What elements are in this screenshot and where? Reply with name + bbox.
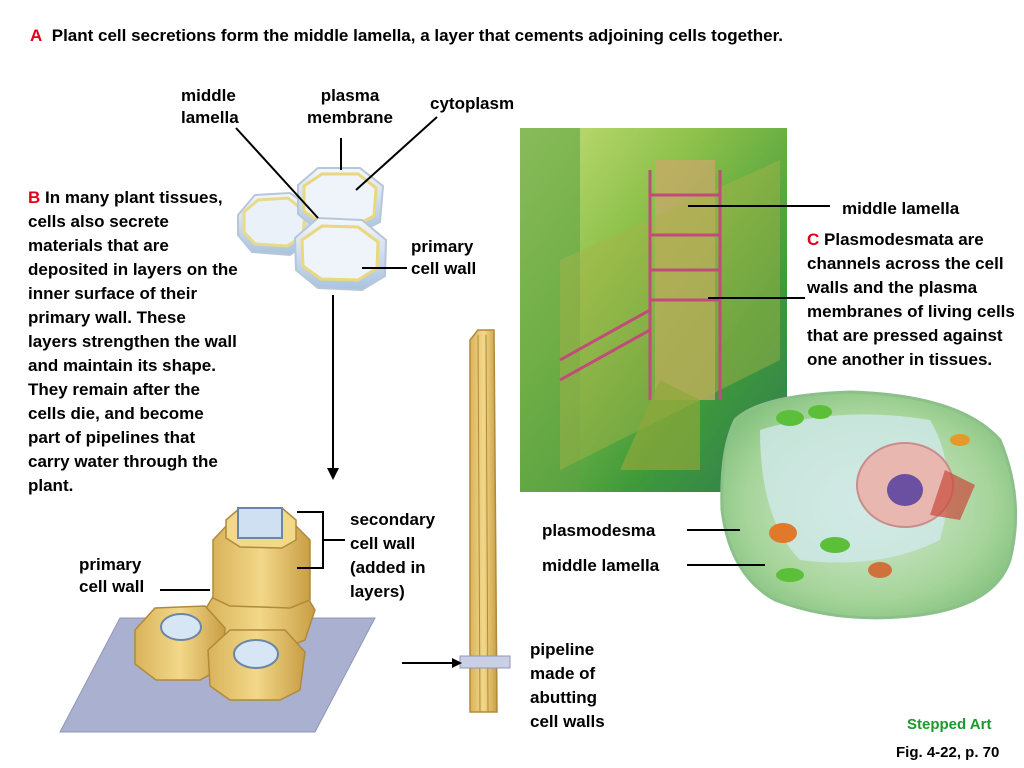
label-middle-lamella-right: middle lamella <box>842 199 960 218</box>
plasmodesmata-illustration <box>520 128 787 492</box>
stepped-art-label: Stepped Art <box>907 716 992 733</box>
label-line: lamella <box>181 108 239 127</box>
cell-cluster-illustration <box>237 167 388 292</box>
label-middle-lamella-top: middle lamella <box>181 85 239 129</box>
label-cytoplasm: cytoplasm <box>430 94 515 113</box>
label-line: plasma <box>320 86 380 105</box>
panel-letter-b: B <box>28 188 41 207</box>
label-primary-cell-wall-bottom: primary cell wall <box>79 554 144 598</box>
label-secondary-cell-wall: secondary cell wall (added in layers) <box>350 508 435 604</box>
label-pipeline: pipeline made of abutting cell walls <box>530 638 605 734</box>
label-line: middle <box>181 86 236 105</box>
panel-letter-c: C <box>807 230 820 249</box>
label-line: cell wall <box>350 534 416 553</box>
plant-cell-illustration <box>720 390 1018 620</box>
label-line: secondary <box>350 510 436 529</box>
label-line: cell wall <box>79 577 145 596</box>
paragraph-b-text: In many plant tissues, cells also secret… <box>28 188 238 495</box>
label-plasmodesma: plasmodesma <box>542 521 656 540</box>
label-line: primary <box>79 555 142 574</box>
label-line: abutting <box>530 688 598 707</box>
label-middle-lamella-bottom: middle lamella <box>542 556 660 575</box>
label-line: pipeline <box>530 640 595 659</box>
panel-letter-a: A <box>30 26 43 45</box>
label-plasma-membrane: plasma membrane <box>298 85 402 129</box>
label-line: primary <box>411 237 474 256</box>
label-line: made of <box>530 664 596 683</box>
label-line: layers) <box>350 582 405 601</box>
label-line: (added in <box>350 558 426 577</box>
label-line: cell walls <box>530 712 605 731</box>
paragraph-c: C Plasmodesmata are channels across the … <box>807 228 1015 372</box>
label-line: membrane <box>307 108 393 127</box>
paragraph-c-text: Plasmodesmata are channels across the ce… <box>807 230 1015 369</box>
paragraph-b: B In many plant tissues, cells also secr… <box>28 186 238 498</box>
label-primary-cell-wall-top: primary cell wall <box>411 236 476 280</box>
pipeline-illustration <box>459 329 511 713</box>
page-title: A Plant cell secretions form the middle … <box>30 24 783 48</box>
secondary-wall-illustration <box>59 507 376 733</box>
title-text: Plant cell secretions form the middle la… <box>51 26 783 45</box>
label-line: cell wall <box>411 259 477 278</box>
figure-reference: Fig. 4-22, p. 70 <box>896 744 1000 761</box>
